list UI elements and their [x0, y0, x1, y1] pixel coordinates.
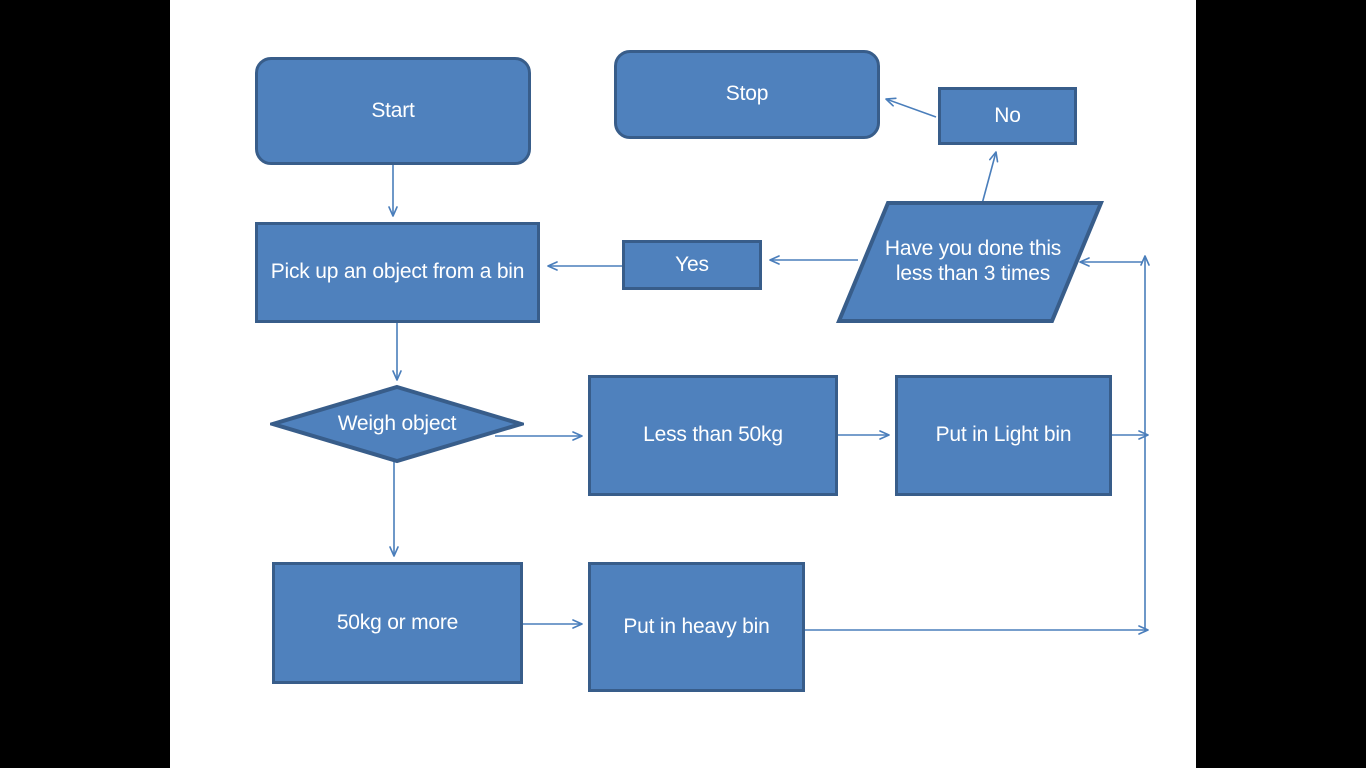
node-start[interactable]: Start: [255, 57, 531, 165]
node-more50-label: 50kg or more: [336, 610, 459, 634]
node-yes-label: Yes: [675, 252, 709, 276]
node-stop-label: Stop: [725, 82, 769, 106]
node-weigh-label: Weigh object: [337, 411, 457, 435]
node-stop[interactable]: Stop: [614, 50, 880, 139]
node-less50-label: Less than 50kg: [643, 423, 783, 447]
node-check-label: Have you done this less than 3 times: [884, 237, 1062, 285]
node-no-label: No: [994, 103, 1021, 127]
letterbox-right: [1196, 0, 1366, 768]
node-lightbin-label: Put in Light bin: [935, 423, 1072, 447]
letterbox-left: [0, 0, 170, 768]
parallelogram-shape: [836, 200, 1104, 324]
node-put-in-light-bin[interactable]: Put in Light bin: [895, 375, 1112, 496]
node-no[interactable]: No: [938, 87, 1077, 145]
node-heavybin-label: Put in heavy bin: [623, 614, 770, 638]
node-pickup-label: Pick up an object from a bin: [270, 260, 525, 284]
node-50kg-or-more[interactable]: 50kg or more: [272, 562, 523, 684]
node-check-parallelogram[interactable]: Have you done this less than 3 times: [836, 200, 1104, 324]
node-start-label: Start: [371, 98, 415, 122]
node-yes[interactable]: Yes: [622, 240, 762, 290]
node-pickup[interactable]: Pick up an object from a bin: [255, 222, 540, 323]
node-weigh-diamond[interactable]: Weigh object: [270, 384, 524, 464]
diamond-shape: [270, 384, 524, 464]
node-less-than-50kg[interactable]: Less than 50kg: [588, 375, 838, 496]
node-put-in-heavy-bin[interactable]: Put in heavy bin: [588, 562, 805, 692]
